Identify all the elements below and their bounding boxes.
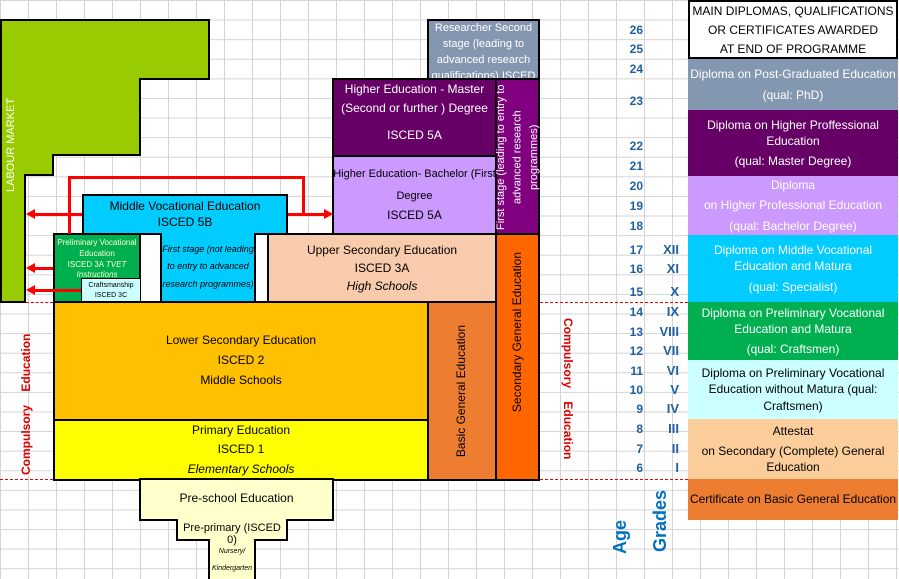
master-box: Higher Education - Master(Second or furt… <box>332 78 497 157</box>
age-value: 21 <box>629 159 643 173</box>
age-value: 19 <box>629 199 643 213</box>
grade-value: IX <box>666 304 679 319</box>
age-value: 9 <box>636 402 643 416</box>
age-value: 20 <box>629 179 643 193</box>
diploma-text: (qual: Master Degree) <box>734 154 852 169</box>
age-value: 23 <box>629 94 643 108</box>
grade-value: VI <box>666 363 679 378</box>
age-value: 6 <box>636 461 643 475</box>
age-value: 10 <box>629 383 643 397</box>
age-value: 12 <box>629 344 643 358</box>
age-value: 14 <box>629 305 643 319</box>
divider <box>0 479 53 480</box>
diploma-text: Diploma on Preliminary Vocational Educat… <box>701 366 885 413</box>
age-value: 17 <box>629 243 643 257</box>
diploma-row: Diploma on Middle Vocational Education a… <box>688 235 898 302</box>
diploma-text: (qual: Craftsmen) <box>746 342 840 357</box>
diploma-row: Certificate on Basic General Education <box>688 479 898 520</box>
age-value: 18 <box>629 219 643 233</box>
diploma-text: Diploma on Higher Proffessional Educatio… <box>707 117 879 148</box>
age-value: 8 <box>636 422 643 436</box>
grade-value: II <box>671 441 679 456</box>
diploma-row: Diploma on Higher Professional Education (… <box>688 176 898 235</box>
age-value: 11 <box>630 364 643 378</box>
diploma-row: Diploma on Preliminary Vocational Educat… <box>688 360 898 419</box>
grade-value: XII <box>663 242 679 257</box>
diploma-text: Attestat <box>772 423 814 438</box>
diploma-row: Diploma on Higher Proffessional Educatio… <box>688 110 898 176</box>
grade-value: V <box>670 382 679 397</box>
age-value: 7 <box>636 442 643 456</box>
grade-value: III <box>668 421 679 436</box>
compulsory-label-right: Compulsory Education <box>561 318 575 460</box>
age-value: 15 <box>629 285 643 299</box>
age-label: Age <box>610 520 630 555</box>
diploma-text: Diploma on Preliminary Vocational Educat… <box>701 305 885 336</box>
diploma-text: on Secondary (Complete) General Educatio… <box>701 443 885 475</box>
divider <box>26 302 53 303</box>
diploma-text: Diploma <box>770 178 815 193</box>
preprimary-label: Pre-primary (ISCED 0) <box>183 522 281 546</box>
grades-label: Grades <box>650 490 670 553</box>
age-value: 24 <box>629 62 643 76</box>
diploma-text: (qual: Bachelor Degree) <box>729 218 857 233</box>
diploma-text: (qual: Specialist) <box>748 279 838 294</box>
grade-value: XI <box>666 261 679 276</box>
grade-value: X <box>670 284 679 299</box>
age-value: 25 <box>629 42 643 56</box>
diploma-text: Diploma on Post-Graduated Education <box>690 67 896 82</box>
preschool-label: Pre-school Education <box>179 491 294 505</box>
nursery-label: Nursery/Kindergarten <box>211 548 253 572</box>
grade-value: VIII <box>659 324 679 339</box>
diploma-row: Diploma on Post-Graduated Education (qual… <box>688 59 898 110</box>
diploma-text: on Higher Professional Education <box>703 198 883 213</box>
age-value: 16 <box>629 262 643 276</box>
grade-value: IV <box>666 401 679 416</box>
compulsory-label-left: Compulsory Education <box>19 333 33 475</box>
secondary-general-box: Secondary General Education <box>495 233 540 481</box>
divider <box>540 479 688 480</box>
diploma-text: Certificate on Basic General Education <box>689 492 897 507</box>
age-value: 26 <box>629 23 643 37</box>
diploma-row: Diploma on Preliminary Vocational Educat… <box>688 302 898 360</box>
age-value: 22 <box>629 139 643 153</box>
age-value: 13 <box>629 325 643 339</box>
grade-value: I <box>675 460 679 475</box>
diploma-text: (qual: PhD) <box>762 87 824 102</box>
divider <box>540 302 688 303</box>
diploma-row: Attestat on Secondary (Complete) General … <box>688 419 898 479</box>
diploma-text: Diploma on Middle Vocational Education a… <box>713 243 873 274</box>
grade-value: VII <box>663 343 679 358</box>
